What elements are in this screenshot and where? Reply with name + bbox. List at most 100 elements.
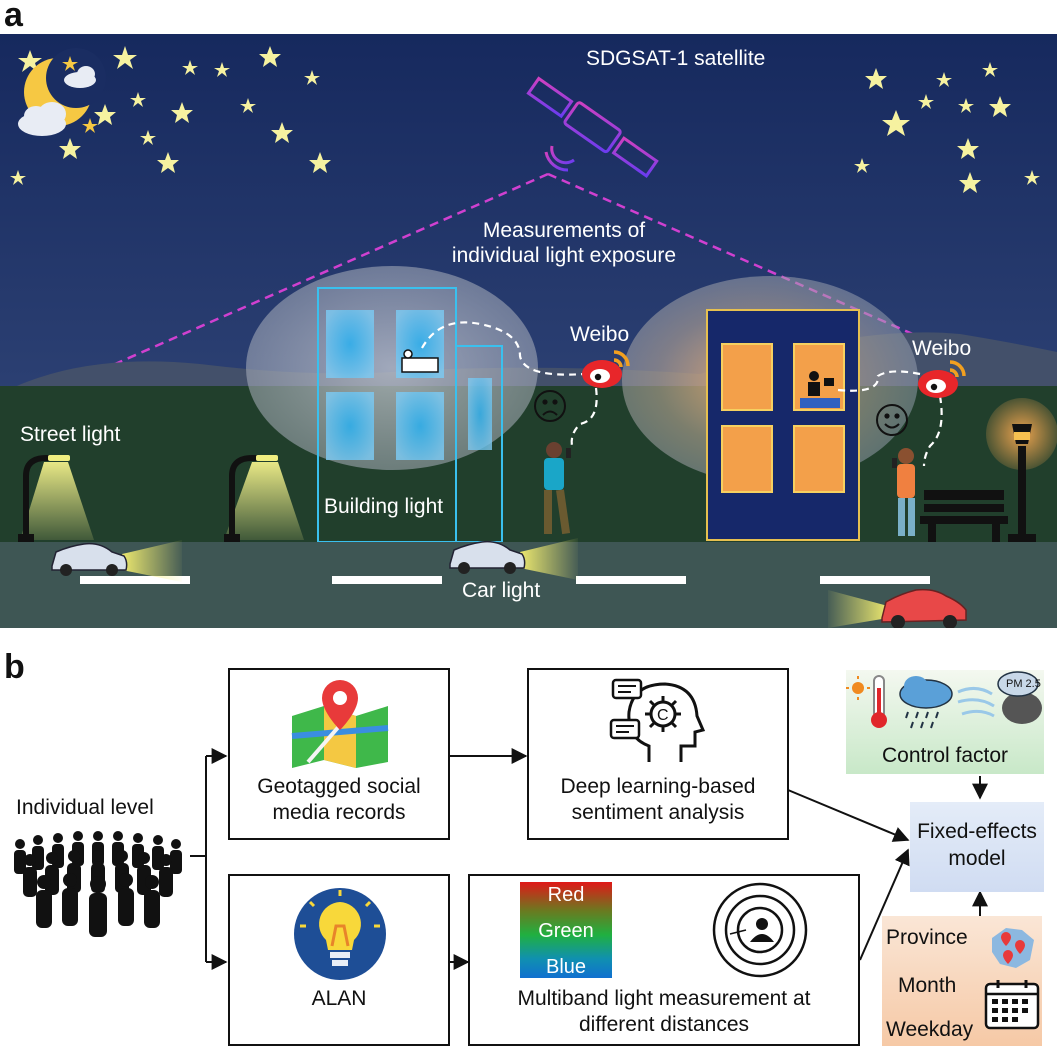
star-icon [958,98,974,113]
night-scene-svg [0,34,1057,629]
distance-rings-icon [712,882,808,978]
star-icon [882,110,910,136]
woman-with-phone [892,448,915,536]
province-label: Province [886,926,968,949]
night-scene-illustration: SDGSAT-1 satellite Measurements of indiv… [0,34,1057,629]
car-icon [828,588,967,629]
building-light-label: Building light [324,495,444,518]
light-bulb-icon [294,888,386,980]
crowd-icon [14,831,182,937]
band-red-label: Red [547,884,585,906]
star-icon [271,122,293,143]
park-lamp [986,398,1057,542]
star-icon [240,98,256,113]
person-icon [152,835,164,870]
star-icon [10,170,26,185]
person-icon [23,854,37,897]
sentiment-line1: Deep learning-based [560,775,756,798]
star-icon [59,138,81,159]
rain-cloud-icon [899,676,953,729]
calendar-icon [984,980,1040,1030]
alan-box: ALAN [228,874,450,1046]
star-icon [959,172,981,193]
satellite-label: SDGSAT-1 satellite [586,47,766,70]
weekday-label: Weekday [886,1018,974,1041]
temporal-factors-box: Province Month Weekday [882,916,1042,1046]
multiband-line1: Multiband light measurement at [517,987,811,1010]
sad-face-icon [534,390,566,422]
star-icon [957,138,979,159]
fixed-effects-line2: model [948,847,1006,871]
star-icon [865,68,887,89]
sentiment-analysis-box: C Deep learning-based sentiment analysis [527,668,789,840]
person-icon [14,839,26,874]
street-lamp [18,455,94,542]
star-icon [259,46,281,67]
star-icon [140,130,156,145]
person-icon [36,875,52,928]
satellite-icon [526,76,659,178]
car-icon [449,538,578,580]
lane-markings [80,576,930,584]
star-icon [94,104,116,125]
alan-label: ALAN [311,987,367,1010]
band-blue-label: Blue [545,956,587,978]
pollution-cloud-icon [997,671,1042,724]
wind-icon [957,687,995,718]
star-icon [171,102,193,123]
person-icon [45,852,59,895]
person-icon [32,835,44,870]
measurement-label: Measurements of individual light exposur… [404,218,724,268]
star-icon [214,62,230,77]
geotagged-line1: Geotagged social [257,775,421,798]
street-lamp [224,455,304,542]
stars [10,46,1040,193]
star-icon [130,92,146,107]
building-glow-left [246,266,538,470]
band-green-label: Green [538,920,594,942]
weather-icons [846,671,1042,729]
multiband-label: Multiband light measurement at different… [470,986,858,1039]
panel-a-label: a [4,0,23,34]
connection-paths [421,321,943,467]
weibo-label-left: Weibo [570,323,630,346]
geotagged-line2: media records [272,801,406,825]
thermometer-icon [871,675,887,728]
arrow-multiband-to-fixed [859,848,910,961]
person-icon [137,852,151,895]
weibo-label-right: Weibo [912,337,972,360]
pm-badge: PM 2.5 [1006,678,1041,690]
cloud-icon [18,66,96,136]
control-factor-label: Control factor [881,744,1009,767]
rgb-band-gradient [520,882,612,978]
weibo-icon [918,360,966,398]
person-icon [144,875,160,928]
person-with-laptop-icon [800,371,840,408]
month-label: Month [898,974,957,997]
car-light-label: Car light [462,579,541,602]
happy-face-icon [876,404,908,436]
star-icon [1024,170,1040,185]
individual-level-label: Individual level [16,796,154,819]
ai-head-icon: C [609,678,706,762]
star-icon [309,152,331,173]
building-orange [706,309,860,541]
man-with-phone [544,442,571,535]
star-icon [918,94,934,109]
sun-icon [846,676,870,700]
multiband-line2: different distances [578,1013,750,1037]
geotagged-label: Geotagged social media records [230,774,448,827]
building-blue [317,287,503,543]
map-pin-icon [291,680,389,768]
svg-text:C: C [657,707,669,724]
star-icon [854,158,870,173]
sentiment-label: Deep learning-based sentiment analysis [529,774,787,827]
fixed-effects-line1: Fixed-effects [917,820,1037,843]
sentiment-line2: sentiment analysis [571,801,745,825]
measurement-label-line1: Measurements of [482,219,646,242]
person-icon [89,876,107,937]
fixed-effects-model-box: Fixed-effects model [910,802,1044,892]
star-icon [304,70,320,85]
control-factor-box: PM 2.5 Control factor [846,670,1044,774]
star-icon [936,72,952,87]
